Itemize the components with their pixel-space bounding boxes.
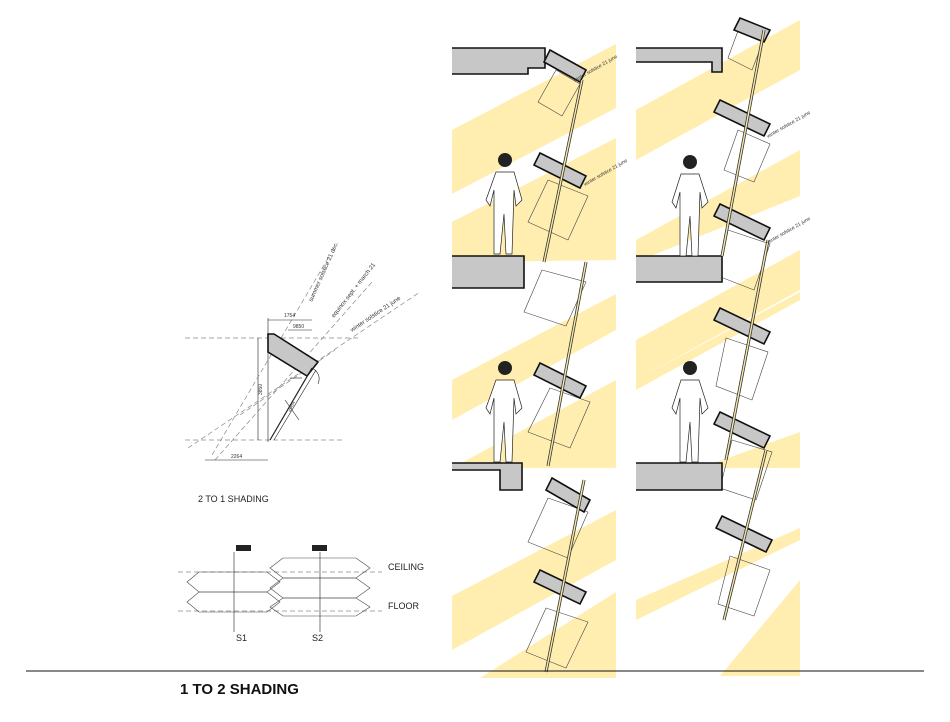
dim-base: 2264 [231,454,242,460]
person-figure [485,153,523,255]
dim-height: 3850 [258,384,264,395]
plan-label-s2: S2 [312,633,323,643]
dim-top: 1754 [284,313,295,319]
person-figure [671,155,709,257]
section-b-note: winter solstice 21 june [766,216,812,246]
section-b: winter solstice 21 june winter solstice … [636,16,812,676]
section-marker-s2 [312,545,327,551]
sun-angle-winter: winter solstice 21 june [349,295,403,334]
shading-angle-detail: 1754 9850 3850 2264 2064 summer solstice… [185,241,421,504]
section-a: winter solstice 21 june winter solstice … [452,44,629,678]
dim-diag: 2064 [286,400,297,413]
plan-label-s1: S1 [236,633,247,643]
section-b-note: winter solstice 21 june [766,110,812,140]
person-figure [485,361,523,463]
sun-angle-summer: summer solstice 21 dec. [308,241,340,303]
dim-fin: 9850 [293,324,304,330]
shading-fin [267,333,320,378]
plan-label-ceiling: CEILING [388,562,424,572]
page-title: 1 TO 2 SHADING [180,681,299,698]
sun-angle-equinox: equinox sept. + march 21 [331,262,378,319]
section-marker-s1 [236,545,251,551]
plan-diagram: CEILING FLOOR S1 S2 [178,545,424,643]
plan-label-floor: FLOOR [388,601,420,611]
detail-caption: 2 TO 1 SHADING [198,494,269,504]
person-figure [671,361,709,463]
